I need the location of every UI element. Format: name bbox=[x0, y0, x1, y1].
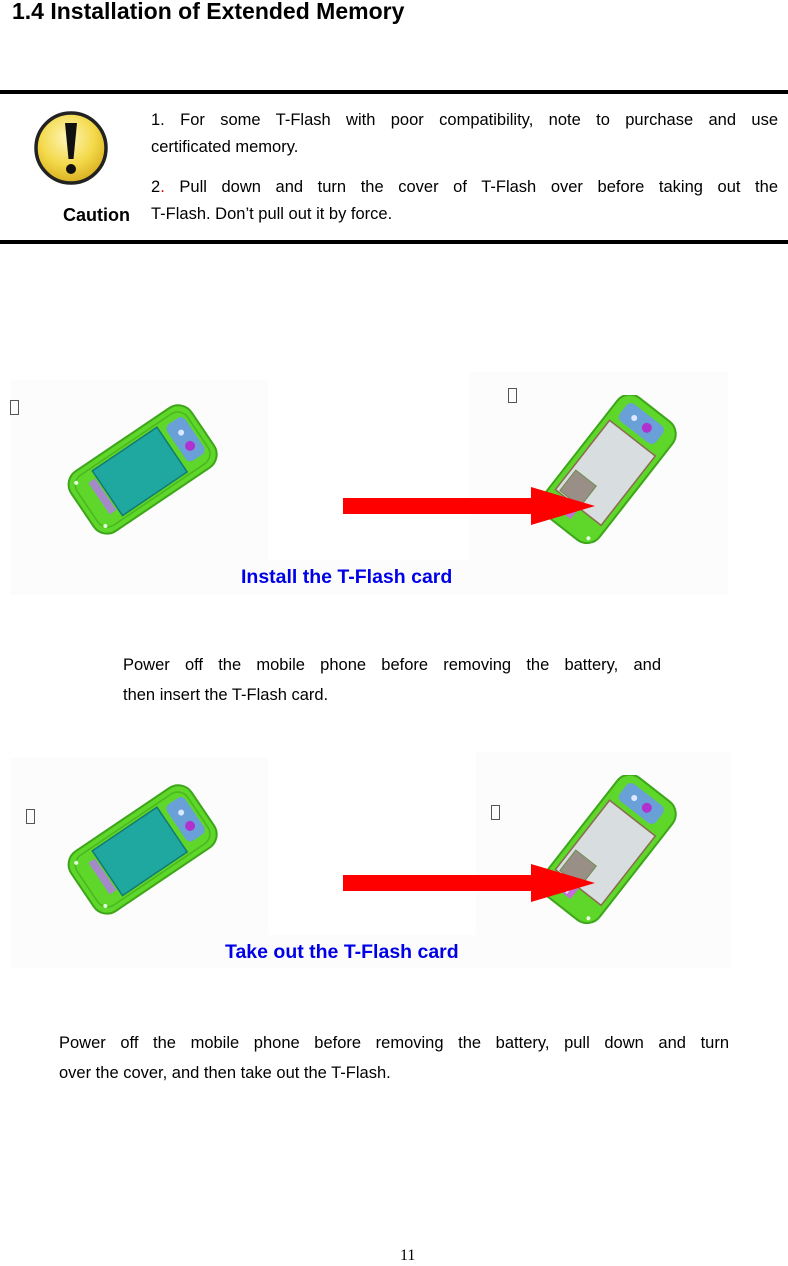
figure-1-left-glyph-icon bbox=[10, 400, 19, 415]
figure-1-caption-band bbox=[10, 560, 728, 595]
phone-with-battery-image bbox=[67, 784, 218, 915]
figure-2-description-line2: over the cover, and then take out the T-… bbox=[59, 1064, 391, 1082]
figure-1-right-glyph-icon bbox=[508, 388, 517, 403]
caution-item-1-line2: certificated memory. bbox=[151, 138, 299, 156]
figure-2-right-glyph-icon bbox=[491, 805, 500, 820]
figure-2-left-glyph-icon bbox=[26, 809, 35, 824]
section-heading: 1.4 Installation of Extended Memory bbox=[12, 0, 405, 24]
caution-item-2-line2: T-Flash. Don’t pull out it by force. bbox=[151, 205, 393, 223]
caution-exclamation-icon bbox=[34, 111, 108, 185]
figure-2-caption: Take out the T-Flash card bbox=[225, 941, 459, 963]
caution-label: Caution bbox=[63, 205, 130, 225]
figure-1-red-arrow-icon bbox=[343, 487, 595, 525]
caution-top-rule bbox=[0, 90, 788, 94]
figure-1-caption: Install the T-Flash card bbox=[241, 566, 453, 588]
figure-2-description-line1: Power off the mobile phone before removi… bbox=[59, 1034, 729, 1052]
phone-with-battery-image bbox=[67, 404, 218, 535]
figure-2-caption-band bbox=[10, 935, 730, 968]
caution-item-1-line1: 1. For some T-Flash with poor compatibil… bbox=[151, 111, 778, 129]
figure-1-description-line1: Power off the mobile phone before removi… bbox=[123, 656, 661, 674]
figure-2-red-arrow-icon bbox=[343, 864, 595, 902]
caution-item-2-line1: 2. Pull down and turn the cover of T-Fla… bbox=[151, 178, 778, 196]
phone-tflash-slot-image bbox=[540, 775, 677, 925]
figure-1-description-line2: then insert the T-Flash card. bbox=[123, 686, 329, 704]
caution-bottom-rule bbox=[0, 240, 788, 244]
page-number: 11 bbox=[400, 1247, 416, 1264]
